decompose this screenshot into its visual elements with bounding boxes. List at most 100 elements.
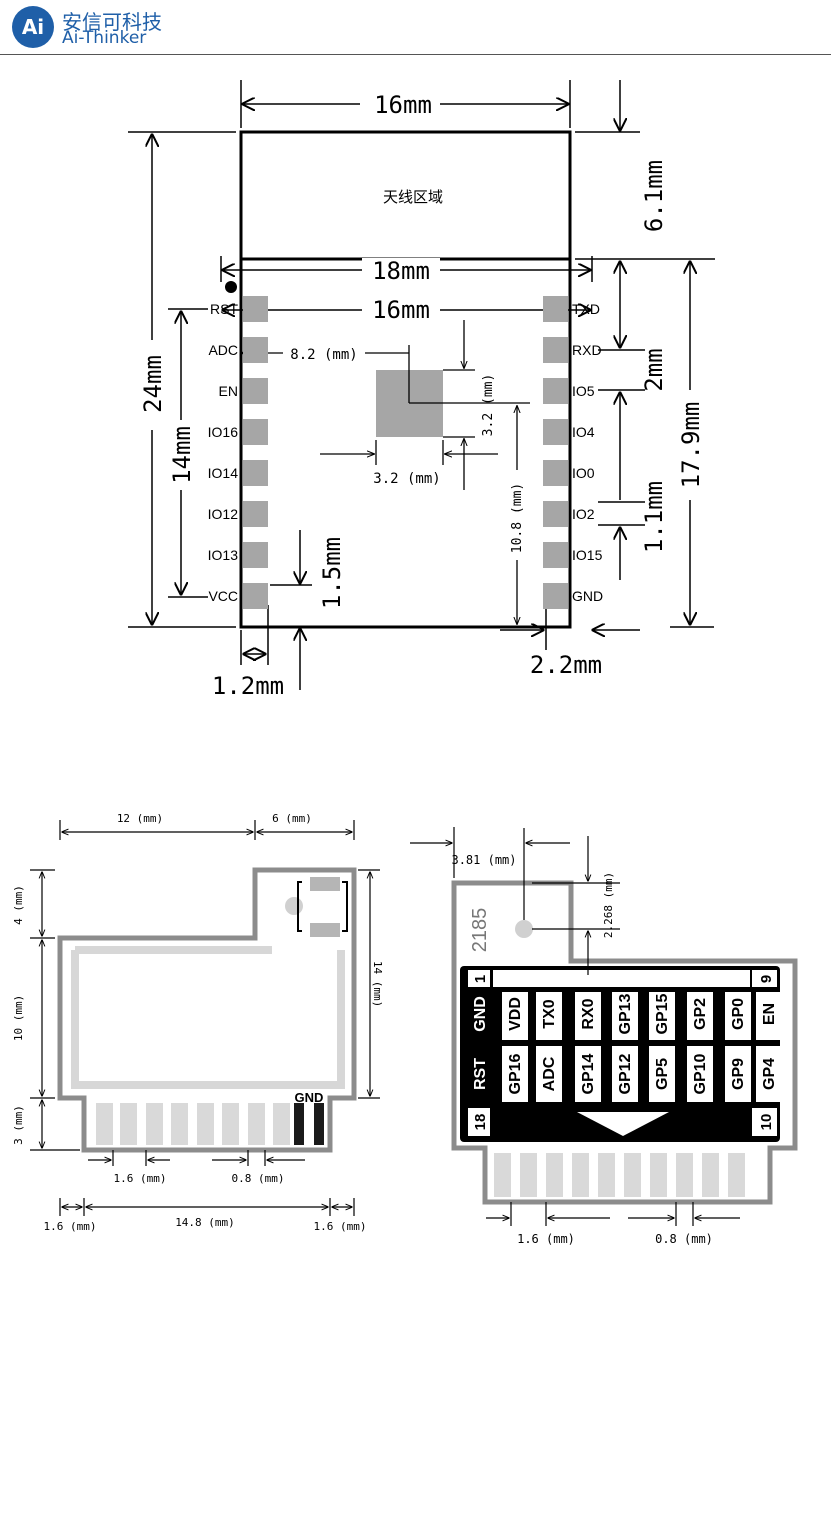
pin-cell <box>502 992 528 1040</box>
dim-1-5mm: 1.5mm <box>318 537 346 609</box>
pin-1-label: 1 <box>472 975 489 983</box>
header: Ai 安信可科技 Ai-Thinker <box>0 0 831 60</box>
pin-label: VCC <box>208 588 238 604</box>
pin-label: RST <box>472 1058 489 1090</box>
dim-2-268mm: 2.268 (mm) <box>602 872 615 938</box>
dim-24mm: 24mm <box>139 355 167 413</box>
dim-pad-0-8: 0.8 (mm) <box>232 1172 285 1185</box>
silk-code: 2185 <box>469 908 491 953</box>
dim-2mm: 2mm <box>640 348 668 391</box>
dim-2-2mm: 2.2mm <box>530 651 602 679</box>
pin-label: GP5 <box>654 1058 671 1090</box>
pin-cell <box>649 992 675 1040</box>
pin-label: IO0 <box>572 465 595 481</box>
pin-label: GP2 <box>692 998 709 1030</box>
pin-label: EN <box>761 1003 778 1025</box>
pin-cell <box>756 1046 782 1102</box>
ai-thinker-logo-icon: Ai <box>12 6 54 48</box>
pin-pad <box>243 583 268 609</box>
pin-pad <box>543 542 568 568</box>
pin-cell <box>756 992 782 1040</box>
pin-cell <box>725 1046 751 1102</box>
pin-label: GP14 <box>580 1053 597 1094</box>
pin-label: ADC <box>541 1056 558 1091</box>
dim-width-16mm: 16mm <box>374 91 432 119</box>
dim-10mm: 10 (mm) <box>12 995 25 1041</box>
pin-cell <box>575 1046 601 1102</box>
pin-9-box <box>752 970 777 987</box>
dim-4mm: 4 (mm) <box>12 885 25 925</box>
pin-10-box <box>752 1108 777 1136</box>
pin-label: GP0 <box>730 998 747 1030</box>
dim-14mm-right: 14 (mm) <box>371 961 384 1007</box>
antenna-pad-top <box>310 877 340 891</box>
dim-1-1mm: 1.1mm <box>640 481 668 553</box>
pin-pad <box>243 419 268 445</box>
pin-pad <box>243 337 268 363</box>
dim-18mm: 18mm <box>372 257 430 285</box>
dim-chip-width: 3.2 (mm) <box>373 471 440 487</box>
module-top-labels: 天线区域 16mm 6.1mm 18mm 24mm 16mm 14mm 8.2 … <box>139 91 705 700</box>
dim-12mm: 12 (mm) <box>117 812 163 825</box>
pin-cell <box>725 992 751 1040</box>
pin-label: GP12 <box>617 1053 634 1094</box>
dim-bottom-14-8: 14.8 (mm) <box>175 1216 235 1229</box>
pin-row-bottom: RST GP16 ADC GP14 GP12 GP5 GP10 GP9 GP4 <box>472 1046 782 1102</box>
gnd-pad-label: GND <box>295 1090 324 1105</box>
pin-label: GND <box>572 588 603 604</box>
pin-label: TX0 <box>541 999 558 1028</box>
dim-3-81mm: 3.81 (mm) <box>451 853 516 867</box>
module-bottom-left-view <box>30 820 380 1216</box>
pin-label: IO12 <box>208 506 239 522</box>
pin-cell <box>612 1046 638 1102</box>
module-top-view <box>128 80 715 690</box>
shield-area <box>81 955 335 1080</box>
pin-label: IO15 <box>572 547 603 563</box>
pin-label: GND <box>472 996 489 1032</box>
pin-label: GP10 <box>692 1053 709 1094</box>
pin-cell <box>502 1046 528 1102</box>
pin-label: IO13 <box>208 547 239 563</box>
pin-label: IO5 <box>572 383 595 399</box>
bottom-right-pads <box>494 1153 745 1197</box>
orientation-arrow-icon <box>577 1112 669 1136</box>
pin-cell <box>575 992 601 1040</box>
pin-cell <box>536 1046 562 1102</box>
pin-label: GP16 <box>507 1053 524 1094</box>
pin-label: GP15 <box>654 993 671 1034</box>
pin-label: ADC <box>208 342 238 358</box>
pin-label: GP13 <box>617 993 634 1034</box>
pin-cell <box>612 992 638 1040</box>
pin-pad <box>243 542 268 568</box>
pin-pad <box>543 378 568 404</box>
pin-pad <box>543 296 568 322</box>
pin1-marker <box>225 281 237 293</box>
pin-label: IO2 <box>572 506 595 522</box>
hole-icon <box>285 897 303 915</box>
pin-label: VDD <box>507 997 524 1031</box>
dim-chip-offset: 8.2 (mm) <box>290 347 357 363</box>
gnd-pad-1 <box>294 1103 304 1145</box>
pin-label: EN <box>219 383 238 399</box>
dim-6mm: 6 (mm) <box>272 812 312 825</box>
pin-pad <box>243 460 268 486</box>
pin-cell <box>649 1046 675 1102</box>
dim-bottom-1-6-right: 1.6 (mm) <box>314 1220 367 1233</box>
module-bottom-right-labels: 3.81 (mm) 2.268 (mm) 2185 1 9 18 10 1.6 … <box>451 853 775 1246</box>
dim-6-1mm: 6.1mm <box>640 160 668 232</box>
mounting-hole-icon <box>515 920 533 938</box>
pin-label: GP4 <box>761 1058 778 1090</box>
dim-pad-1-6: 1.6 (mm) <box>114 1172 167 1185</box>
pin-label: GP9 <box>730 1058 747 1090</box>
pin-pad <box>543 419 568 445</box>
pin-pad <box>243 501 268 527</box>
dim-chip-height: 3.2 (mm) <box>481 374 496 437</box>
pin-cell <box>687 1046 713 1102</box>
pin-label: RXD <box>572 342 602 358</box>
brand-name-english: Ai-Thinker <box>62 28 147 48</box>
dim-pad-1-6-right: 1.6 (mm) <box>517 1232 575 1246</box>
